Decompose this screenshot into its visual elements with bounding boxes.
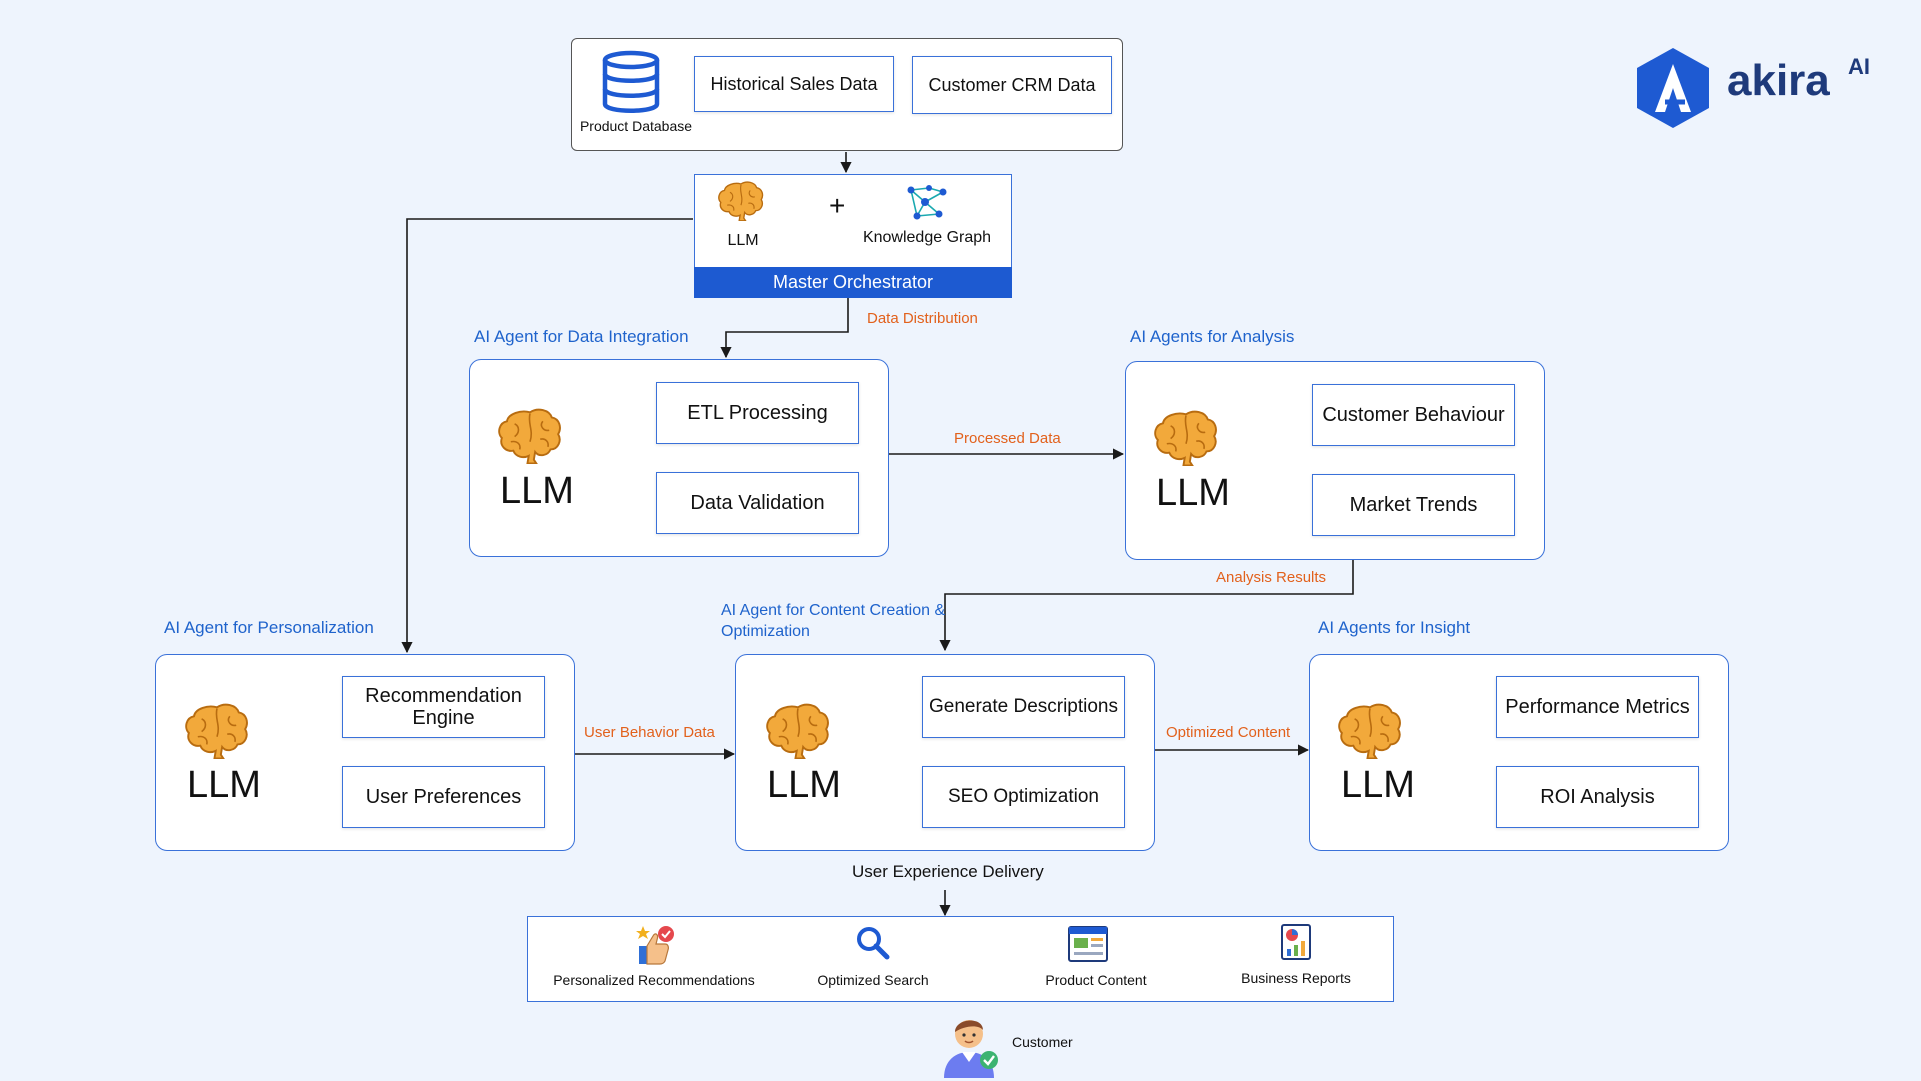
performance-metrics-box: Performance Metrics <box>1496 676 1699 738</box>
customer-avatar-icon <box>944 1020 998 1078</box>
brain-icon <box>185 703 248 759</box>
output-label-product-content: Product Content <box>1045 972 1147 988</box>
roi-analysis-box: ROI Analysis <box>1496 766 1699 828</box>
database-icon <box>602 50 660 113</box>
flow-label-ux-delivery: User Experience Delivery <box>852 862 1044 881</box>
database-label: Product Database <box>579 118 693 134</box>
recommendation-engine-box: Recommendation Engine <box>342 676 545 738</box>
personalization-agent-title: AI Agent for Personalization <box>164 618 374 637</box>
brain-icon <box>1338 703 1401 759</box>
output-label-business-reports: Business Reports <box>1241 970 1351 986</box>
personalization-llm-label: LLM <box>187 764 261 806</box>
etl-processing-box: ETL Processing <box>656 382 859 444</box>
content-llm-label: LLM <box>767 764 841 806</box>
arrow-orchestrator-to-personalization <box>401 218 693 654</box>
arrow-analysis-to-content <box>939 560 1354 652</box>
akira-logo: akira AI <box>1633 46 1883 130</box>
knowledge-graph-label: Knowledge Graph <box>862 229 992 246</box>
web-page-icon <box>1068 926 1108 962</box>
akira-logo-icon <box>1637 48 1709 128</box>
logo-superscript: AI <box>1848 54 1870 79</box>
plus-sign: + <box>829 190 846 221</box>
insight-llm-label: LLM <box>1341 764 1415 806</box>
flow-label-processed-data: Processed Data <box>954 430 1061 447</box>
flow-label-user-behavior-data: User Behavior Data <box>584 724 715 741</box>
master-orchestrator-title: Master Orchestrator <box>694 267 1012 298</box>
customer-behaviour-box: Customer Behaviour <box>1312 384 1515 446</box>
seo-optimization-box: SEO Optimization <box>922 766 1125 828</box>
data-validation-box: Data Validation <box>656 472 859 534</box>
orchestrator-llm-label: LLM <box>727 232 759 249</box>
integration-agent-title: AI Agent for Data Integration <box>474 327 689 346</box>
analysis-agent-title: AI Agents for Analysis <box>1130 327 1295 346</box>
flow-label-analysis-results: Analysis Results <box>1216 569 1327 586</box>
brain-icon <box>498 408 561 464</box>
brain-icon <box>766 703 829 759</box>
user-preferences-box: User Preferences <box>342 766 545 828</box>
brain-icon <box>718 181 764 221</box>
insight-agent-title: AI Agents for Insight <box>1318 618 1471 637</box>
report-chart-icon <box>1281 924 1311 960</box>
brain-icon <box>1154 410 1217 466</box>
content-agent-title: AI Agent for Content Creation & Optimiza… <box>721 602 946 640</box>
magnifier-icon <box>857 927 890 960</box>
knowledge-graph-icon <box>907 185 947 220</box>
customer-label: Customer <box>1012 1034 1073 1050</box>
arrow-orchestrator-to-integration <box>720 298 849 359</box>
market-trends-box: Market Trends <box>1312 474 1515 536</box>
flow-label-data-distribution: Data Distribution <box>867 310 978 327</box>
customer-crm-data-box: Customer CRM Data <box>912 56 1112 114</box>
logo-wordmark: akira <box>1727 56 1830 105</box>
integration-llm-label: LLM <box>500 470 574 512</box>
historical-sales-data-box: Historical Sales Data <box>694 56 894 112</box>
output-label-optimized-search: Optimized Search <box>817 972 929 988</box>
flow-label-optimized-content: Optimized Content <box>1166 724 1291 741</box>
analysis-llm-label: LLM <box>1156 472 1230 514</box>
generate-descriptions-box: Generate Descriptions <box>922 676 1125 738</box>
output-label-personalized-recommendations: Personalized Recommendations <box>553 972 755 988</box>
thumbs-up-star-icon <box>636 926 674 965</box>
